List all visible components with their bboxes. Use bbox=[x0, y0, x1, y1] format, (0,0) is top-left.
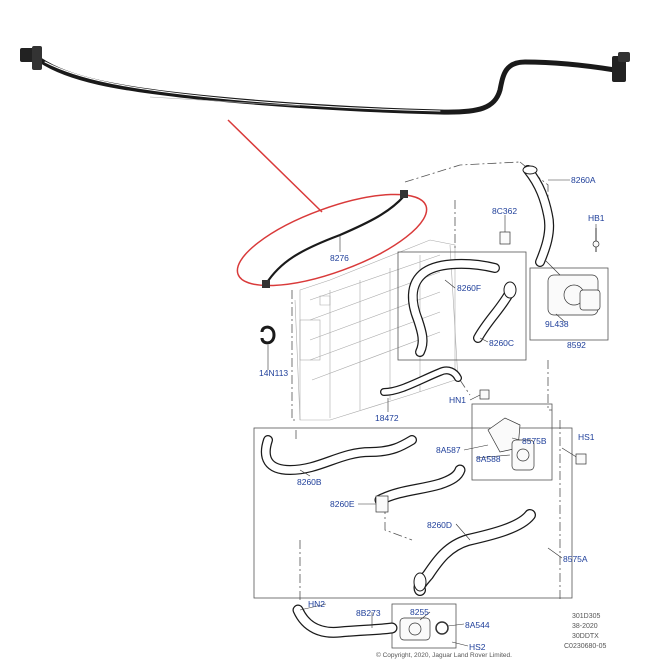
label-HN2: HN2 bbox=[308, 599, 325, 609]
group-box-8592 bbox=[529, 267, 609, 341]
label-HS1: HS1 bbox=[578, 432, 595, 442]
hose-8260B bbox=[260, 435, 417, 475]
label-8575A: 8575A bbox=[563, 554, 588, 564]
housing-8255 bbox=[399, 617, 449, 641]
label-8C362: 8C362 bbox=[492, 206, 517, 216]
label-8592: 8592 bbox=[567, 340, 586, 350]
housing-8592 bbox=[544, 259, 601, 316]
highlight-callout bbox=[227, 119, 428, 287]
leader-lines bbox=[267, 179, 597, 647]
screw-HS1 bbox=[561, 447, 587, 465]
bolt-HB1 bbox=[592, 228, 600, 252]
label-8260F: 8260F bbox=[457, 283, 481, 293]
hose-18472 bbox=[380, 366, 462, 396]
hose-8260F bbox=[407, 258, 500, 357]
label-8575B: 8575B bbox=[522, 436, 547, 446]
footer: 301D305 38-2020 30DDTX C0230680-05 © Cop… bbox=[376, 613, 607, 659]
part-labels: 8260A 8C362 HB1 8276 8260F 9L438 8592 82… bbox=[259, 175, 605, 652]
group-box-8260 bbox=[397, 251, 527, 361]
pump-8575B bbox=[487, 417, 535, 471]
label-18472: 18472 bbox=[375, 413, 399, 423]
hose-8260C bbox=[473, 281, 517, 343]
footer-code-2: 38-2020 bbox=[572, 623, 598, 630]
hose-8B273 bbox=[292, 604, 398, 638]
label-9L438: 9L438 bbox=[545, 319, 569, 329]
group-box-lower bbox=[253, 427, 573, 599]
label-8276: 8276 bbox=[330, 253, 349, 263]
sensor-8C362 bbox=[499, 218, 511, 245]
footer-code-1: 301D305 bbox=[572, 613, 601, 620]
label-8255: 8255 bbox=[410, 607, 429, 617]
label-8260E: 8260E bbox=[330, 499, 355, 509]
label-HS2: HS2 bbox=[469, 642, 486, 652]
label-HN1: HN1 bbox=[449, 395, 466, 405]
label-8260B: 8260B bbox=[297, 477, 322, 487]
hose-8260D bbox=[413, 509, 536, 596]
label-8260A: 8260A bbox=[571, 175, 596, 185]
label-8B273: 8B273 bbox=[356, 608, 381, 618]
label-8260C: 8260C bbox=[489, 338, 514, 348]
group-box-8575b bbox=[471, 403, 553, 481]
label-8A587: 8A587 bbox=[436, 445, 461, 455]
clip-14N113 bbox=[260, 325, 276, 345]
footer-code-4: C0230680-05 bbox=[564, 643, 607, 650]
label-14N113: 14N113 bbox=[259, 368, 288, 378]
label-8A544: 8A544 bbox=[465, 620, 490, 630]
label-8260D: 8260D bbox=[427, 520, 452, 530]
label-HB1: HB1 bbox=[588, 213, 605, 223]
label-8A588: 8A588 bbox=[476, 454, 501, 464]
hose-8260E bbox=[374, 464, 466, 513]
nut-HN1 bbox=[479, 389, 490, 400]
copyright-text: © Copyright, 2020, Jaguar Land Rover Lim… bbox=[376, 651, 512, 659]
hose-8260A bbox=[522, 165, 555, 267]
footer-code-3: 30DDTX bbox=[572, 633, 599, 640]
enlarged-hose-8276 bbox=[20, 46, 630, 115]
